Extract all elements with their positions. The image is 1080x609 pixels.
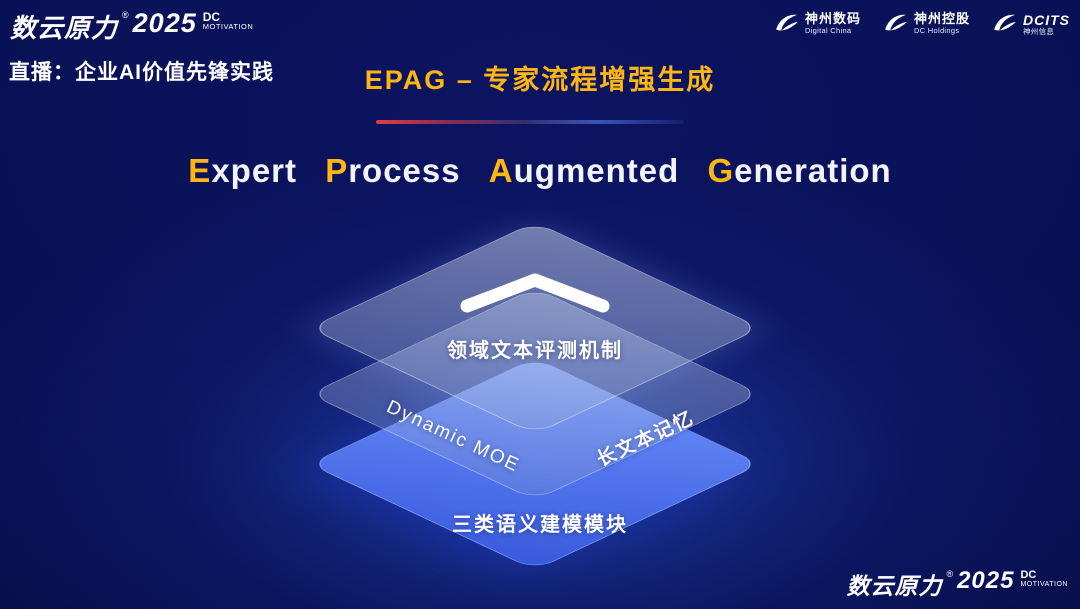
- partner-text: 神州控股 DC Holdings: [913, 11, 970, 36]
- brand-year: 2025: [957, 567, 1015, 594]
- partner-text: DCITS 神州信息: [1023, 12, 1070, 37]
- live-stream-label: 直播：企业AI价值先锋实践: [9, 61, 274, 84]
- subtitle-word: Augmented: [489, 152, 680, 189]
- partner-logos: 神州数码 Digital China 神州控股 DC Holdings DCIT…: [772, 10, 1070, 38]
- subtitle-rest: xpert: [211, 152, 298, 189]
- partner-logo-digital-china: 神州数码 Digital China: [772, 10, 861, 38]
- chevron-up-icon: [455, 270, 615, 321]
- subtitle-rest: ugmented: [513, 152, 680, 189]
- brand-year: 2025: [132, 8, 197, 38]
- brand-motivation: MOTIVATION: [1020, 581, 1068, 588]
- subtitle-english: Expert Process Augmented Generation: [0, 152, 1080, 190]
- subtitle-rest: rocess: [348, 152, 461, 189]
- subtitle-word: Expert: [188, 152, 297, 189]
- partner-name: 神州数码: [804, 11, 861, 27]
- brand-logo-bottom: 数云原力 ® 2025 DC MOTIVATION: [846, 567, 1068, 601]
- brand-dc: DC: [202, 10, 221, 24]
- partner-subtitle: 神州信息: [1023, 26, 1055, 36]
- brand-dc-motivation: DC MOTIVATION: [1020, 569, 1068, 589]
- swoosh-icon: [776, 14, 798, 31]
- partner-name: DCITS: [1023, 11, 1070, 28]
- partner-logo-dcits: DCITS 神州信息: [990, 10, 1070, 38]
- swoosh-icon: [885, 14, 907, 31]
- subtitle-initial: P: [325, 152, 349, 189]
- brand-name: 数云原力: [10, 13, 119, 43]
- brand-dc-motivation: DC MOTIVATION: [203, 11, 254, 31]
- partner-logo-dc-holdings: 神州控股 DC Holdings: [881, 10, 970, 38]
- brand-logo-top: 数云原力 ® 2025 DC MOTIVATION: [10, 8, 253, 45]
- subtitle-initial: A: [488, 152, 514, 189]
- subtitle-rest: eneration: [734, 152, 892, 189]
- subtitle-initial: E: [188, 152, 212, 189]
- partner-text: 神州数码 Digital China: [804, 11, 861, 36]
- subtitle-word: Process: [325, 152, 460, 189]
- brand-motivation: MOTIVATION: [202, 22, 254, 31]
- swoosh-icon: [994, 14, 1016, 31]
- partner-subtitle: DC Holdings: [913, 26, 960, 36]
- top-layer-label: 领域文本评测机制: [447, 340, 623, 362]
- brand-dc: DC: [1020, 569, 1037, 581]
- partner-name: 神州控股: [913, 11, 970, 27]
- gradient-divider: [376, 120, 684, 124]
- registered-mark-icon: ®: [122, 10, 129, 20]
- brand-name: 数云原力: [846, 573, 943, 599]
- subtitle-initial: G: [707, 152, 735, 189]
- bottom-layer-label: 三类语义建模模块: [452, 514, 628, 536]
- page-title: EPAG – 专家流程增强生成: [364, 65, 716, 95]
- partner-subtitle: Digital China: [804, 26, 852, 36]
- subtitle-word: Generation: [707, 152, 891, 189]
- registered-mark-icon: ®: [946, 569, 954, 579]
